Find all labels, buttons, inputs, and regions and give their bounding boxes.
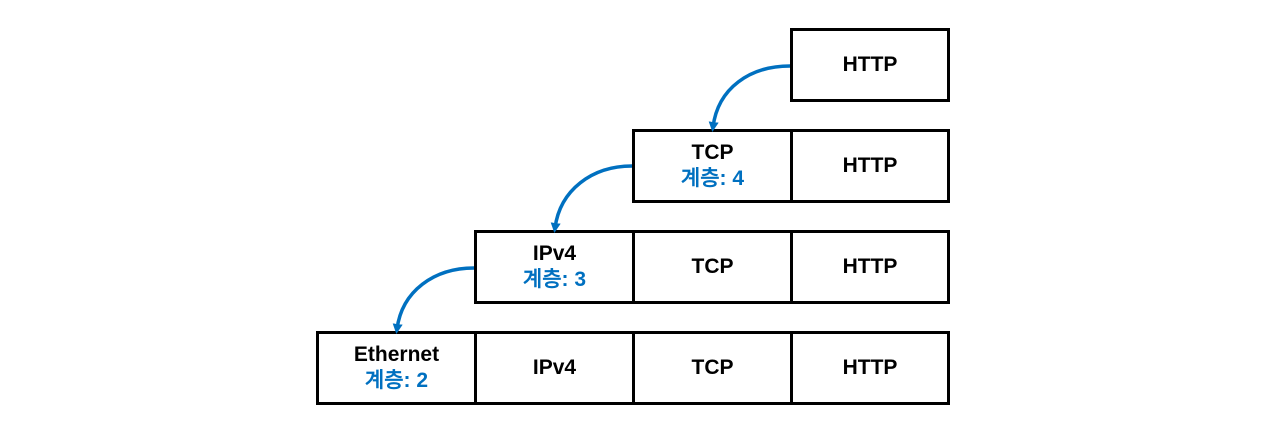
cell-label: TCP bbox=[691, 255, 734, 278]
cell-label: IPv4 bbox=[532, 356, 577, 379]
cell-label: TCP bbox=[691, 356, 734, 379]
layer-label: 계층: 4 bbox=[680, 167, 745, 190]
cell-label: TCP bbox=[691, 141, 734, 164]
row4-ethernet-cell: Ethernet 계층: 2 bbox=[316, 331, 477, 405]
row3-http-cell: HTTP bbox=[790, 230, 950, 304]
row4-http-cell: HTTP bbox=[790, 331, 950, 405]
arrow-tcp-to-ipv4 bbox=[550, 164, 633, 233]
cell-label: HTTP bbox=[842, 255, 898, 278]
row3-tcp-cell: TCP bbox=[632, 230, 793, 304]
row3-ipv4-cell: IPv4 계층: 3 bbox=[474, 230, 635, 304]
cell-label: IPv4 bbox=[532, 242, 577, 265]
cell-label: Ethernet bbox=[353, 343, 440, 366]
row4-ipv4-cell: IPv4 bbox=[474, 331, 635, 405]
row4-tcp-cell: TCP bbox=[632, 331, 793, 405]
arrow-ipv4-to-ethernet bbox=[392, 266, 475, 334]
arrow-http-to-tcp bbox=[708, 64, 791, 132]
cell-label: HTTP bbox=[842, 53, 898, 76]
layer-label: 계층: 2 bbox=[364, 369, 429, 392]
layer-label: 계층: 3 bbox=[522, 268, 587, 291]
row2-http-cell: HTTP bbox=[790, 129, 950, 203]
row1-http-cell: HTTP bbox=[790, 28, 950, 102]
cell-label: HTTP bbox=[842, 356, 898, 379]
cell-label: HTTP bbox=[842, 154, 898, 177]
row2-tcp-cell: TCP 계층: 4 bbox=[632, 129, 793, 203]
